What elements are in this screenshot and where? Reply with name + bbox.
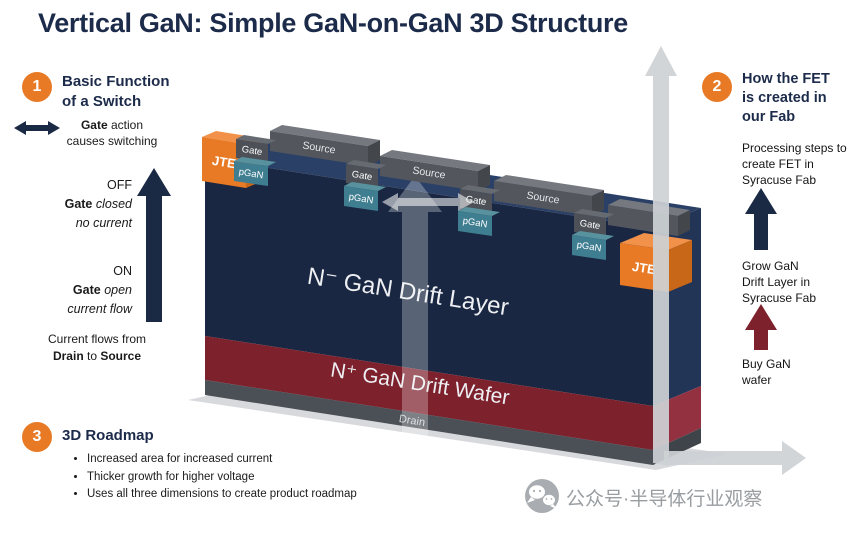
drift-layer-front-face	[205, 158, 653, 406]
fin-3: Source Gate pGaN	[458, 175, 604, 236]
roadmap-bullet-list: Increased area for increased current Thi…	[72, 450, 357, 504]
page-title: Vertical GaN: Simple GaN-on-GaN 3D Struc…	[38, 8, 628, 38]
jte-right-label: JTE	[631, 259, 657, 278]
roadmap-bullet: Increased area for increased current	[87, 451, 357, 468]
roadmap-bullet: Uses all three dimensions to create prod…	[87, 486, 357, 503]
off-state-caption: OFF Gate closed no current	[64, 178, 132, 230]
processing-steps-caption: Processing steps to create FET in Syracu…	[742, 141, 847, 188]
source-label: Source	[302, 139, 337, 156]
panel1-heading: Basic Function of a Switch	[62, 73, 170, 110]
on-state-caption: ON Gate open current flow	[67, 264, 132, 316]
gate-label: Gate	[579, 218, 601, 232]
panel3-heading: 3D Roadmap	[62, 427, 154, 444]
current-flow-up-arrow	[388, 176, 442, 456]
grow-gan-arrow	[745, 188, 777, 250]
off-on-up-arrow	[137, 168, 171, 322]
fin-1: Source Gate pGaN	[234, 125, 380, 186]
gate-label: Gate	[351, 169, 373, 183]
current-flow-caption: Current flows from Drain to Source	[47, 332, 147, 363]
wechat-icon	[525, 479, 559, 513]
panel2-heading: How the FET is created in our Fab	[742, 71, 830, 125]
step-2-badge: 2	[702, 72, 732, 102]
gate-spacing-double-arrow	[382, 193, 474, 211]
pgan-label: pGaN	[238, 167, 264, 182]
gate-label: Gate	[241, 144, 263, 158]
step-3-badge: 3	[22, 422, 52, 452]
jte-left-label: JTE	[211, 153, 237, 172]
step-1-badge: 1	[22, 72, 52, 102]
buy-wafer-arrow	[745, 304, 777, 350]
gate-word: Gate	[80, 118, 108, 132]
fab-process-up-arrow	[645, 46, 677, 466]
buy-wafer-caption: Buy GaN wafer	[742, 357, 791, 388]
wafer-front-face	[205, 336, 653, 450]
fin-2: Source Gate pGaN	[344, 150, 490, 211]
lateral-right-arrow	[664, 441, 806, 475]
grow-gan-caption: Grow GaN Drift Layer in Syracuse Fab	[742, 259, 817, 306]
source-label: Source	[526, 189, 561, 206]
pgan-label: pGaN	[576, 240, 602, 255]
source-label: Source	[412, 164, 447, 181]
gate-action-caption: Gate action causes switching	[66, 118, 158, 149]
pgan-label: pGaN	[348, 192, 374, 207]
watermark-text: 公众号·半导体行业观察	[566, 489, 763, 510]
pgan-label: pGaN	[462, 216, 488, 231]
roadmap-bullet: Thicker growth for higher voltage	[87, 469, 357, 486]
drain-label: Drain	[398, 413, 426, 429]
gate-label: Gate	[465, 194, 487, 208]
gate-action-double-arrow	[14, 121, 60, 135]
drain-front-face	[205, 380, 653, 465]
